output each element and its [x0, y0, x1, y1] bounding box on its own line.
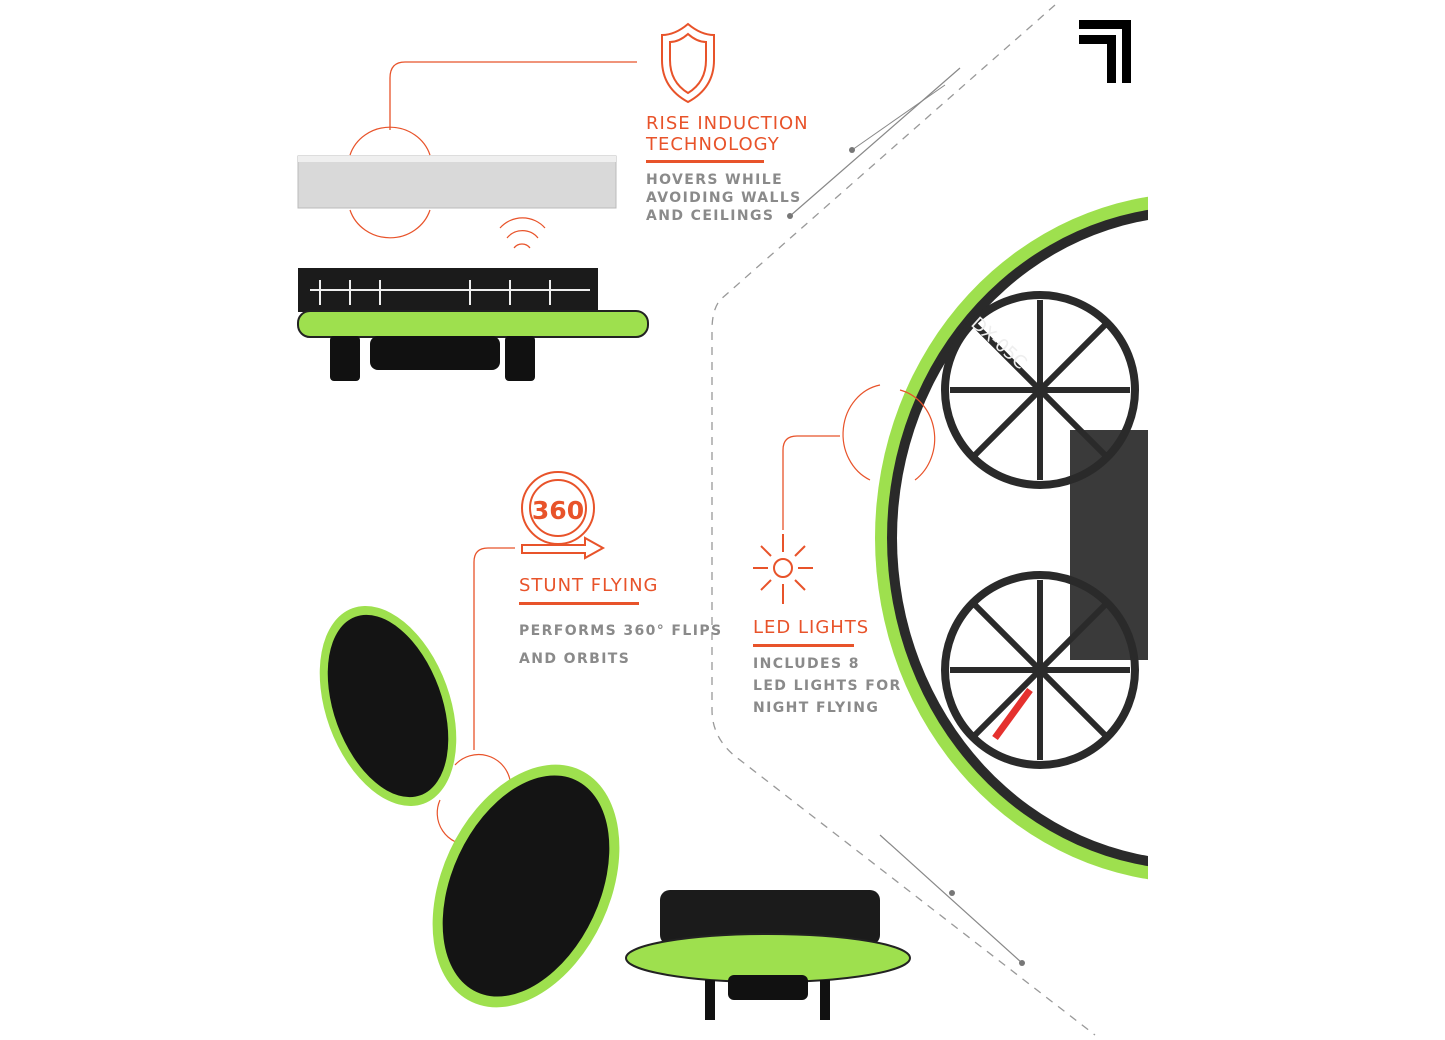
- dashed-divider: [711, 4, 1096, 1036]
- feature-title: TECHNOLOGY: [646, 134, 780, 155]
- drone-flip-2: [432, 764, 620, 1008]
- dot-marker: [949, 890, 955, 896]
- 360-icon-text: 360: [532, 496, 584, 525]
- dot-marker: [849, 147, 855, 153]
- feature-description: INCLUDES 8: [753, 656, 860, 672]
- shield-icon: [661, 22, 715, 104]
- feature-title: STUNT FLYING: [519, 575, 659, 596]
- feature-description: HOVERS WHILE: [646, 172, 784, 188]
- drone-side-view: [297, 268, 649, 381]
- accent-line: [789, 67, 961, 217]
- title-underline: [753, 644, 854, 647]
- dot-marker: [1019, 960, 1025, 966]
- feature-description: AND ORBITS: [519, 651, 631, 667]
- drone-top-view: [842, 196, 1148, 880]
- drone-angled-view: [625, 890, 911, 1020]
- feature-stunt-flying: STUNT FLYING PERFORMS 360° FLIPS AND ORB…: [519, 575, 722, 673]
- feature-description: NIGHT FLYING: [753, 700, 880, 716]
- brand-logo: [1079, 20, 1131, 83]
- title-underline: [646, 160, 764, 163]
- feature-title: RISE INDUCTION: [646, 113, 809, 134]
- feature-description: LED LIGHTS FOR: [753, 678, 902, 694]
- title-underline: [519, 602, 639, 605]
- feature-description: AVOIDING WALLS: [646, 190, 802, 206]
- feature-title: LED LIGHTS: [753, 617, 870, 638]
- drone-flip-1: [319, 605, 457, 807]
- rotate-360-icon: [521, 471, 606, 560]
- feature-description: AND CEILINGS: [646, 208, 775, 224]
- feature-description: PERFORMS 360° FLIPS: [519, 623, 723, 639]
- sun-icon: [753, 534, 813, 604]
- ceiling-block: [297, 155, 617, 209]
- feature-led-lights: LED LIGHTS INCLUDES 8 LED LIGHTS FOR NIG…: [753, 617, 902, 719]
- feature-rise-induction: RISE INDUCTION TECHNOLOGY HOVERS WHILE A…: [646, 113, 809, 225]
- dot-marker: [787, 213, 793, 219]
